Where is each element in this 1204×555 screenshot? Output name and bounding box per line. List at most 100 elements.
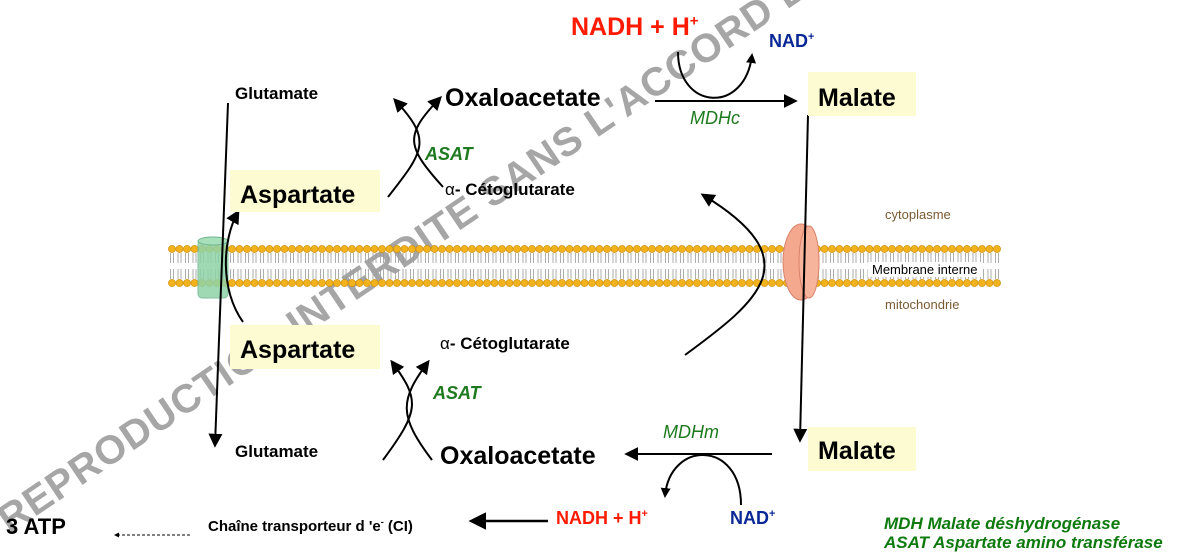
lipid-tail: [695, 253, 699, 263]
lipid-head: [363, 279, 371, 287]
lipid-head: [618, 279, 626, 287]
lipid-head: [603, 245, 611, 253]
lipid-tail: [732, 269, 737, 279]
lipid-tail: [710, 253, 714, 263]
lipid-head: [505, 245, 514, 253]
lipid-tail: [477, 269, 482, 279]
lipid-head: [978, 279, 986, 287]
lipid-head: [955, 245, 964, 253]
lipid-head: [745, 279, 754, 287]
lipid-tail: [177, 253, 182, 263]
lipid-tail: [582, 269, 587, 279]
lipid-tail: [507, 269, 512, 279]
lipid-head: [273, 245, 281, 253]
lipid-head: [243, 245, 251, 253]
legend: MDH Malate déshydrogénase ASAT Aspartate…: [884, 514, 1163, 552]
lipid-head: [573, 245, 581, 253]
lipid-tail: [455, 253, 459, 263]
lipid-head: [348, 245, 356, 253]
lipid-tail: [717, 269, 722, 279]
nadh-to-nad-curve-top: [677, 51, 757, 99]
aspartate-mitochondria-box: [230, 325, 380, 369]
lipid-head: [715, 245, 724, 253]
lipid-head: [738, 279, 746, 287]
lipid-tail: [672, 253, 677, 263]
lipid-head: [520, 279, 529, 287]
malate-ketoglutarate-carrier: [782, 223, 820, 301]
lipid-tail: [402, 269, 407, 279]
lipid-head: [888, 245, 896, 253]
lipid-tail: [972, 253, 977, 263]
lipid-head: [640, 279, 649, 287]
lipid-head: [648, 245, 656, 253]
lipid-head: [505, 279, 514, 287]
glutamate-cytoplasm: Glutamate: [235, 84, 319, 103]
lipid-tail: [665, 253, 669, 263]
chain-sup: -: [380, 517, 384, 527]
lipid-tail: [702, 269, 707, 279]
lipid-head: [430, 279, 439, 287]
lipid-tail: [297, 269, 302, 279]
lipid-head: [303, 279, 311, 287]
lipid-tail: [267, 253, 272, 263]
lipid-tail: [695, 269, 699, 279]
mitochondria-region-label: mitochondrie: [885, 297, 960, 312]
asat-mitochondria: ASAT: [433, 383, 481, 403]
lipid-head: [528, 279, 536, 287]
nadh-mitochondria: NADH + H+: [556, 508, 648, 529]
lipid-tail: [650, 269, 654, 279]
lipid-head: [858, 279, 866, 287]
lipid-head: [948, 279, 956, 287]
lipid-head: [828, 279, 836, 287]
lipid-tail: [755, 269, 759, 279]
lipid-tail: [365, 269, 369, 279]
lipid-tail: [477, 253, 482, 263]
lipid-head: [940, 245, 949, 253]
lipid-head: [565, 245, 574, 253]
lipid-head: [430, 245, 439, 253]
lipid-head: [535, 279, 544, 287]
lipid-head: [820, 279, 829, 287]
lipid-head: [633, 279, 641, 287]
lipid-tail: [327, 269, 332, 279]
lipid-head: [423, 245, 431, 253]
lipid-head: [835, 279, 844, 287]
lipid-head: [468, 279, 476, 287]
asat-cytoplasm: ASAT: [425, 144, 473, 164]
lipid-tail: [170, 269, 174, 279]
lipid-head: [738, 245, 746, 253]
lipid-head: [520, 245, 529, 253]
aspartate-cytoplasm-box: [230, 170, 380, 212]
lipid-tail: [905, 253, 909, 263]
lipid-head: [175, 279, 184, 287]
lipid-head: [340, 245, 349, 253]
legend-mdh: MDH Malate déshydrogénase: [884, 514, 1121, 533]
lipid-tail: [717, 253, 722, 263]
lipid-tail: [620, 253, 624, 263]
lipid-head: [318, 279, 326, 287]
lipid-head: [993, 245, 1001, 253]
lipid-head: [580, 245, 589, 253]
lipid-tail: [995, 269, 999, 279]
lipid-head: [873, 279, 881, 287]
lipid-head: [595, 245, 604, 253]
lipid-tail: [305, 253, 309, 263]
lipid-tail: [350, 269, 354, 279]
nadh-text: NADH + H: [556, 508, 642, 528]
lipid-tail: [597, 269, 602, 279]
lipid-head: [723, 279, 731, 287]
lipid-head: [663, 279, 671, 287]
lipid-tail: [515, 269, 519, 279]
lipid-tail: [522, 253, 527, 263]
lipid-head: [490, 279, 499, 287]
lipid-tail: [987, 269, 992, 279]
lipid-tail: [417, 253, 422, 263]
lipid-tail: [942, 253, 947, 263]
lipid-head: [235, 245, 244, 253]
lipid-head: [325, 279, 334, 287]
lipid-tail: [852, 253, 857, 263]
lipid-tail: [552, 269, 557, 279]
lipid-tail: [335, 269, 339, 279]
lipid-tail: [822, 269, 827, 279]
